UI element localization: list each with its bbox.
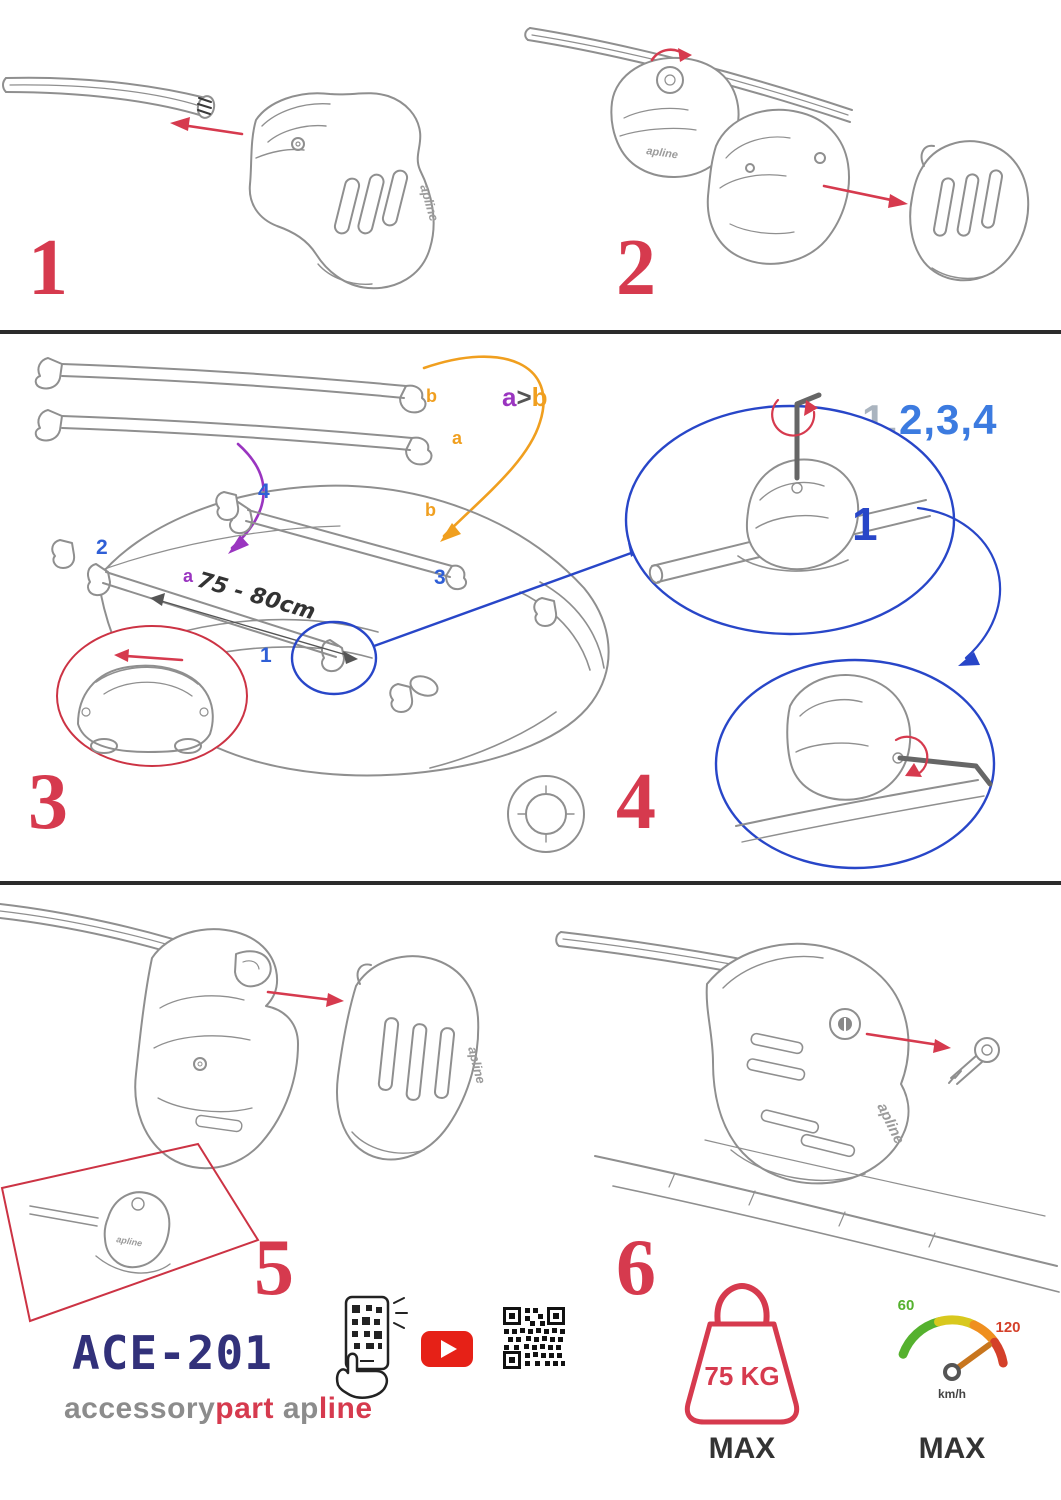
- allen-key-side-detail: [735, 674, 993, 843]
- step-5-illustration: apline apline: [0, 903, 489, 1323]
- step-3-illustration: b a a>b: [34, 355, 644, 853]
- red-arrow: [266, 990, 344, 1007]
- youtube-icon: [421, 1331, 473, 1367]
- allen-key-icon: [897, 755, 993, 787]
- mount-foot-drawing: [706, 108, 850, 265]
- car-roof-drawing: [95, 484, 610, 853]
- bar-b-label: b: [426, 386, 437, 406]
- qr-code-icon: [500, 1304, 568, 1372]
- section-divider: [0, 330, 1061, 334]
- step-6-illustration: apline: [555, 931, 1060, 1293]
- max-weight-value: 75 KG: [704, 1361, 779, 1391]
- cover-shell-drawing: apline: [336, 955, 489, 1161]
- speed-60-label: 60: [898, 1297, 915, 1314]
- position-1-label: 1: [260, 644, 272, 667]
- bar-a-label: a: [452, 428, 463, 448]
- key-drawing: [948, 1037, 1000, 1085]
- max-weight-icon: 75 KG: [684, 1282, 800, 1425]
- apline-logo: apline: [646, 145, 679, 161]
- a-greater-b-label: a>b: [502, 382, 548, 412]
- crossbar-b-drawing: [34, 357, 427, 414]
- bubble-connector: [916, 506, 1002, 666]
- position-3-label: 3: [434, 566, 446, 589]
- orange-curve-arrow: [422, 355, 545, 542]
- step-2-number: 2: [616, 224, 656, 312]
- detail-1-label: 1: [852, 498, 878, 550]
- section-divider: [0, 881, 1061, 885]
- step-4-number: 4: [616, 758, 656, 846]
- purple-curve-arrow: [228, 442, 265, 554]
- red-arrow: [170, 117, 244, 136]
- roof-a-label: a: [183, 566, 194, 586]
- step-6-number: 6: [616, 1224, 656, 1312]
- product-model: ACE-201: [72, 1326, 273, 1380]
- car-direction-inset: [56, 625, 248, 767]
- detail-focus-circle: [290, 620, 378, 696]
- brand-name: accessorypart apline: [64, 1392, 373, 1425]
- roof-area-outline: apline: [0, 1142, 260, 1323]
- roof-surface-lines: [594, 1139, 1060, 1293]
- roof-b-label: b: [425, 500, 436, 520]
- step-4-illustration: 1: [624, 392, 1002, 870]
- front-crossbar-on-roof: [87, 563, 345, 673]
- speed-unit-label: km/h: [938, 1387, 966, 1401]
- mount-foot-drawing: apline: [248, 92, 442, 290]
- position-2-label: 2: [96, 536, 108, 559]
- speed-max-label: MAX: [918, 1432, 986, 1465]
- crossbar-a-drawing: [34, 409, 433, 466]
- roof-bar-drawing: [2, 76, 216, 119]
- speed-120-label: 120: [995, 1319, 1020, 1336]
- red-arrow: [865, 1032, 951, 1053]
- mount-foot-drawing: [134, 928, 299, 1170]
- dimension-arrow: [150, 593, 358, 664]
- position-4-label: 4: [258, 480, 270, 503]
- red-arrow: [822, 184, 908, 208]
- apline-logo: apline: [116, 1234, 143, 1248]
- loose-clamp-parts: [51, 491, 558, 713]
- weight-max-label: MAX: [708, 1432, 776, 1465]
- step-5-number: 5: [254, 1224, 294, 1312]
- foot-with-knob-drawing: apline: [610, 48, 740, 178]
- rear-crossbar-on-roof: [229, 501, 468, 591]
- speedometer-icon: 60 120 km/h: [898, 1297, 1021, 1401]
- allen-key-icon: [794, 392, 822, 481]
- step-1-number: 1: [28, 224, 68, 312]
- phone-scan-icon: [335, 1295, 408, 1399]
- locking-foot-drawing: apline: [705, 942, 910, 1185]
- cover-shell-drawing: [909, 140, 1030, 282]
- step-3-number: 3: [28, 758, 68, 846]
- step-2-illustration: apline: [524, 27, 1030, 282]
- step-1-illustration: apline: [2, 76, 442, 290]
- allen-key-top-detail: [648, 392, 931, 584]
